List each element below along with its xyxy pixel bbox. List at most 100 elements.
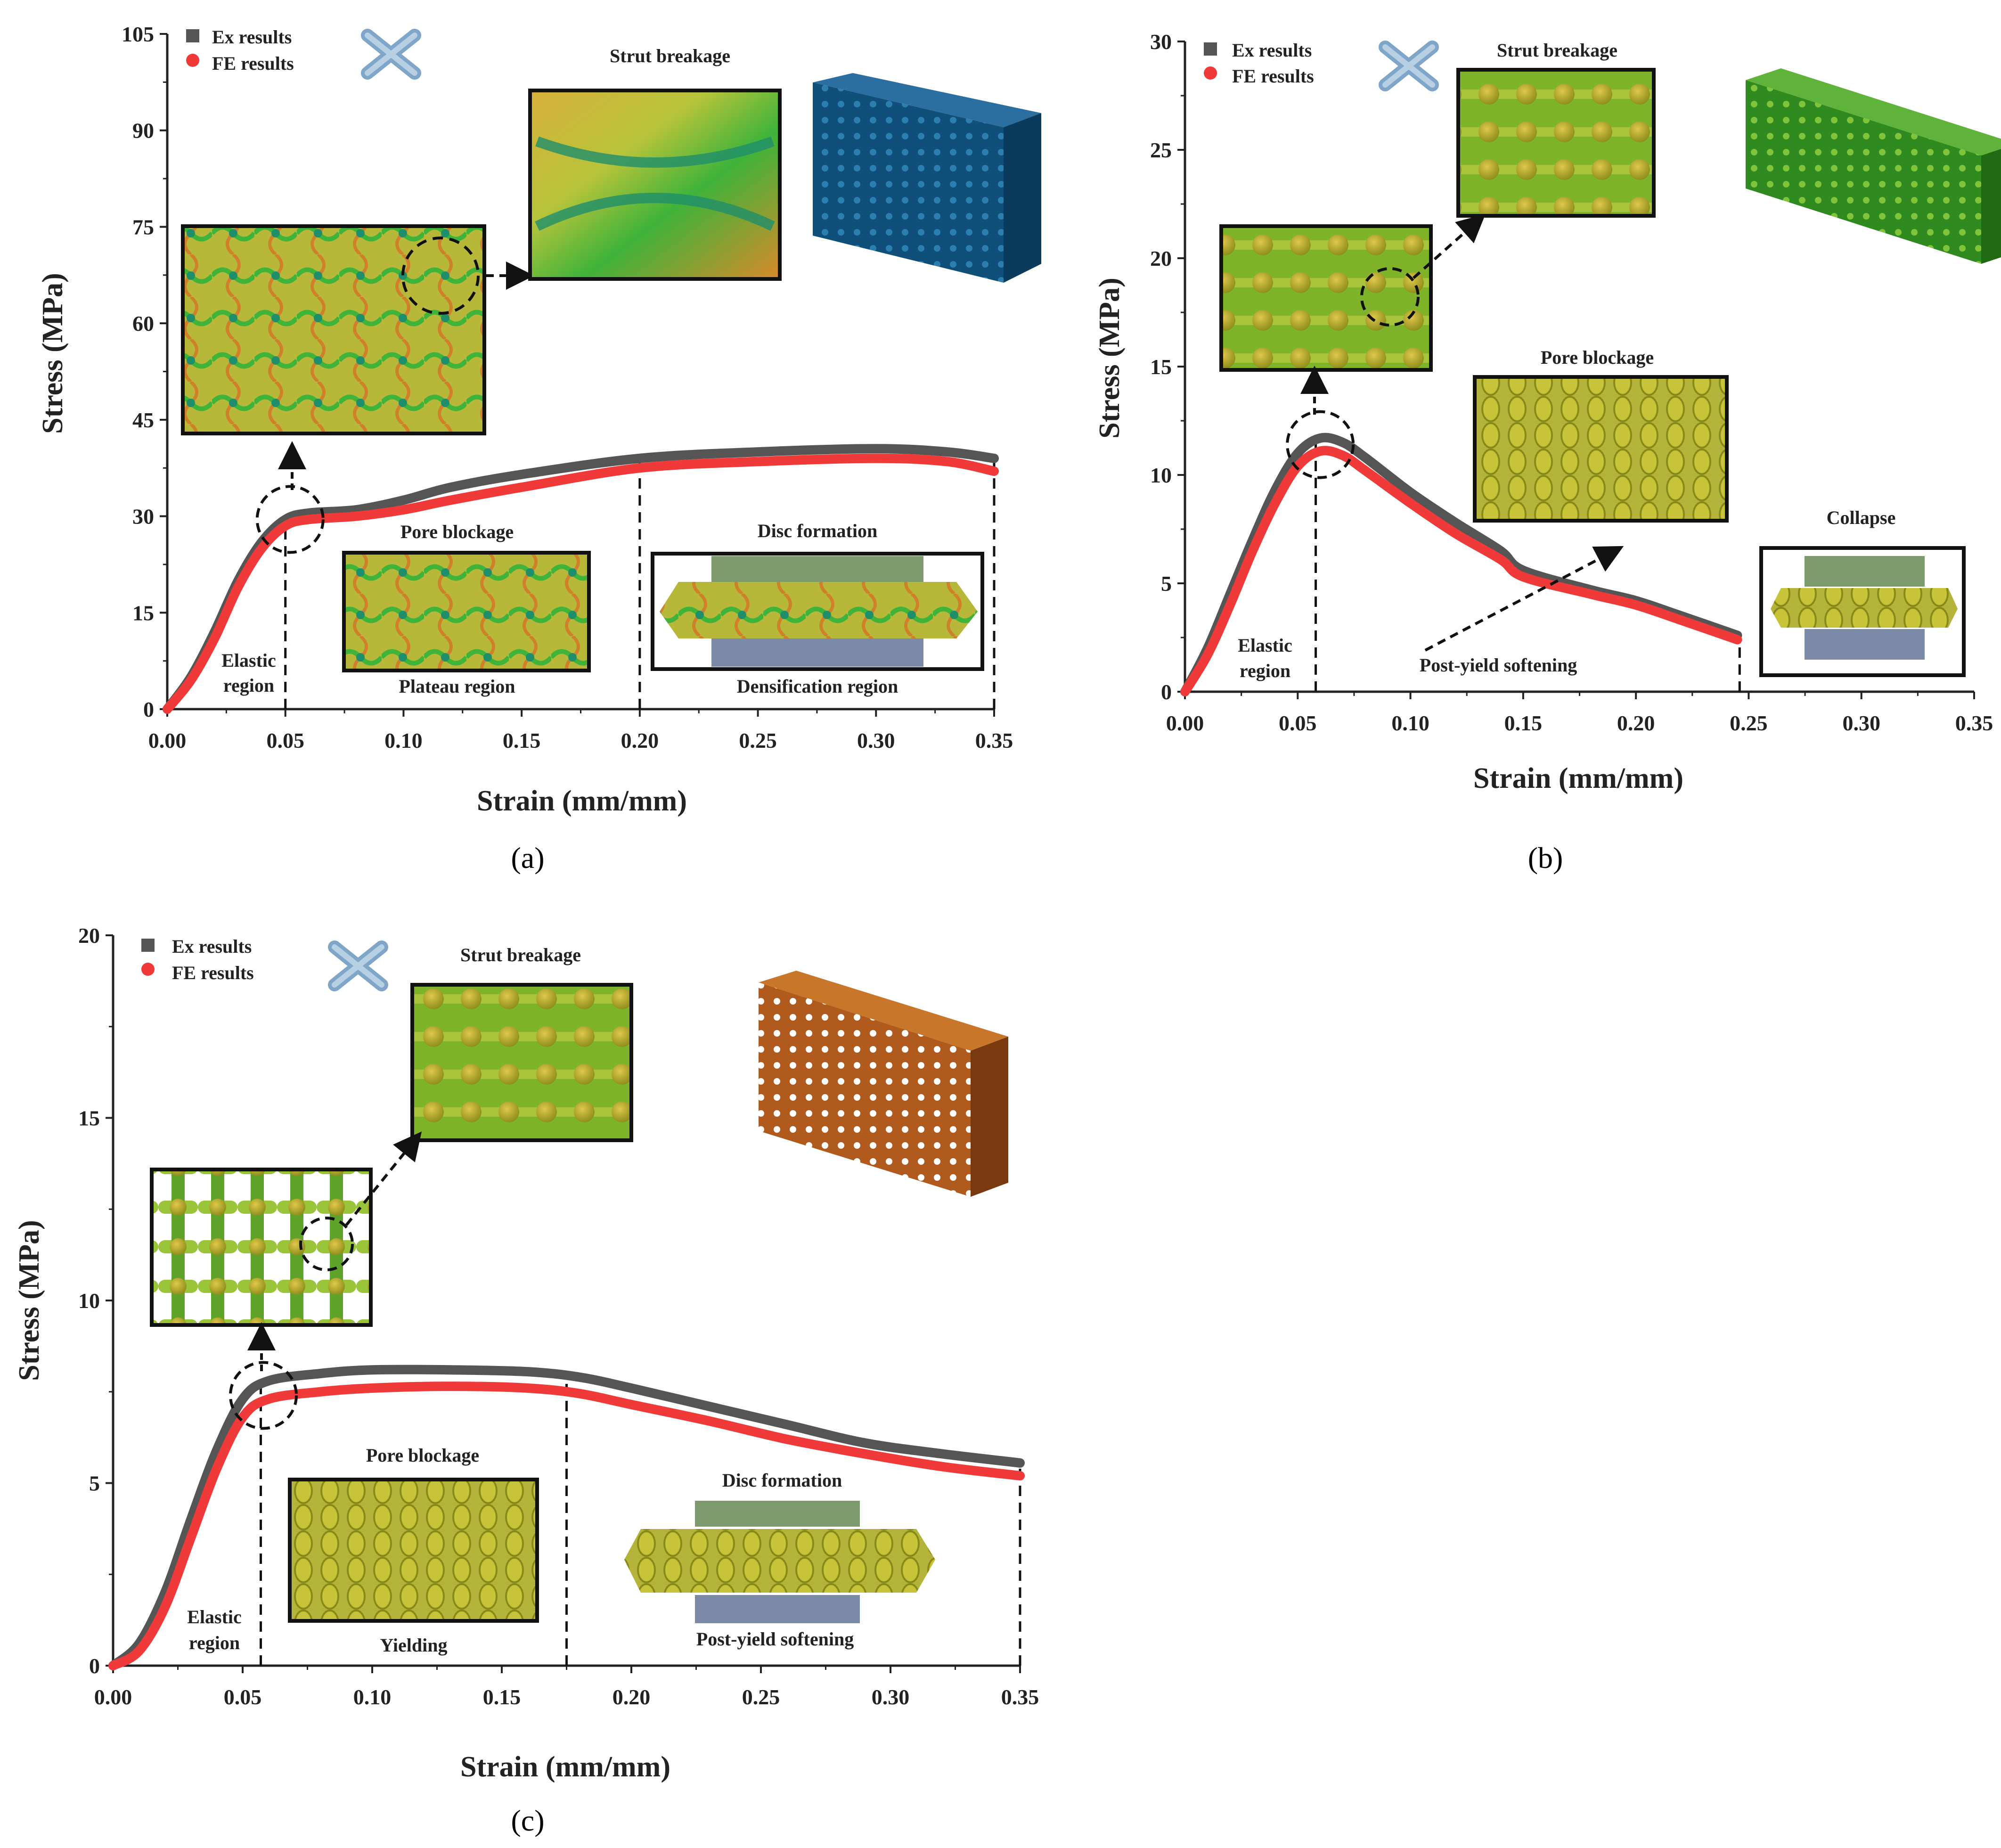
collapse-label: Collapse xyxy=(1827,507,1896,528)
y-tick-label: 20 xyxy=(78,924,100,948)
x-tick-label: 0.00 xyxy=(94,1685,132,1709)
legend-fe-label: FE results xyxy=(1232,65,1314,87)
cross-node-icon xyxy=(1379,41,1439,91)
y-tick-label: 90 xyxy=(132,119,154,143)
post-yield-softening-label: Post-yield softening xyxy=(1420,654,1577,676)
fe-inset-image xyxy=(342,551,591,672)
y-tick-label: 5 xyxy=(1161,572,1172,596)
legend-ex-label: Ex results xyxy=(172,936,252,957)
y-tick-label: 75 xyxy=(132,215,154,239)
pore-blockage-label: Pore blockage xyxy=(366,1445,479,1466)
series-fe-line xyxy=(163,453,999,714)
top-anvil xyxy=(711,556,923,584)
x-axis-title: Strain (mm/mm) xyxy=(477,785,687,817)
y-tick-label: 0 xyxy=(143,697,154,721)
fe-inset-image xyxy=(1456,68,1656,218)
elastic-region-label: Elastic xyxy=(1238,635,1292,656)
legend-a: Ex results FE results xyxy=(186,26,294,74)
legend-ex-label: Ex results xyxy=(212,26,292,48)
x-axis-title: Strain (mm/mm) xyxy=(460,1751,670,1783)
x-tick-label: 0.25 xyxy=(739,728,777,752)
y-axis-title: Stress (MPa) xyxy=(1094,278,1126,438)
y-tick-label: 15 xyxy=(78,1106,100,1130)
yielding-label: Yielding xyxy=(380,1635,448,1656)
x-tick-label: 0.35 xyxy=(1955,711,1993,735)
x-tick-label: 0.30 xyxy=(1842,711,1880,735)
bottom-anvil xyxy=(711,638,923,667)
legend-fe-marker xyxy=(141,963,155,976)
fe-inset-image xyxy=(288,1478,539,1623)
x-tick-label: 0.30 xyxy=(872,1685,910,1709)
bottom-anvil xyxy=(695,1595,860,1623)
x-tick-label: 0.25 xyxy=(742,1685,780,1709)
strut-breakage-label: Strut breakage xyxy=(1497,40,1617,61)
x-axis-title: Strain (mm/mm) xyxy=(1473,762,1683,794)
x-tick-label: 0.15 xyxy=(503,728,541,752)
x-tick-label: 0.10 xyxy=(384,728,423,752)
compressed-specimen xyxy=(660,582,978,638)
y-tick-label: 15 xyxy=(132,601,154,625)
panel-label: (a) xyxy=(511,841,544,875)
fe-inset-image xyxy=(410,983,633,1142)
x-tick-label: 0.10 xyxy=(1391,711,1429,735)
legend-ex-label: Ex results xyxy=(1232,40,1312,61)
elastic-region-label: region xyxy=(1240,660,1290,681)
x-tick-label: 0.10 xyxy=(353,1685,392,1709)
panel-label: (b) xyxy=(1528,841,1563,875)
x-tick-label: 0.20 xyxy=(613,1685,651,1709)
compressed-specimen xyxy=(1771,588,1958,628)
x-tick-label: 0.30 xyxy=(857,728,895,752)
pore-blockage-label: Pore blockage xyxy=(400,521,514,542)
densification-region-label: Densification region xyxy=(737,676,898,697)
elastic-region-label: Elastic xyxy=(221,650,276,671)
y-axis-title: Stress (MPa) xyxy=(13,1220,45,1381)
disc-formation-label: Disc formation xyxy=(758,520,877,541)
fe-inset-image xyxy=(1219,224,1433,372)
zoom-arrow xyxy=(345,1131,422,1226)
series-fe-line xyxy=(108,1382,1025,1670)
y-tick-label: 0 xyxy=(89,1654,100,1678)
x-tick-label: 0.20 xyxy=(1617,711,1655,735)
lattice-cube-icon xyxy=(813,73,1041,283)
post-yield-softening-label: Post-yield softening xyxy=(696,1628,854,1650)
x-tick-label: 0.05 xyxy=(1279,711,1317,735)
elastic-region-label: Elastic xyxy=(187,1606,242,1627)
panel-label: (c) xyxy=(511,1804,544,1837)
top-anvil xyxy=(1805,556,1925,587)
x-tick-label: 0.15 xyxy=(1504,711,1543,735)
y-tick-label: 10 xyxy=(78,1289,100,1313)
y-axis-title: Stress (MPa) xyxy=(37,273,69,433)
lattice-cube-icon xyxy=(759,971,1008,1197)
series-fe-line xyxy=(1180,446,1742,696)
x-tick-label: 0.05 xyxy=(224,1685,262,1709)
legend-ex-marker xyxy=(1204,42,1217,56)
y-tick-label: 0 xyxy=(1161,680,1172,704)
zoom-circle xyxy=(1360,267,1420,327)
legend-b: Ex results FE results xyxy=(1204,40,1314,87)
legend-fe-marker xyxy=(1204,66,1217,80)
legend-fe-label: FE results xyxy=(172,962,254,983)
strut-breakage-label: Strut breakage xyxy=(460,944,581,965)
x-tick-label: 0.05 xyxy=(266,728,304,752)
disc-formation-label: Disc formation xyxy=(722,1470,842,1491)
legend-c: Ex results FE results xyxy=(141,936,254,983)
legend-fe-label: FE results xyxy=(212,53,294,74)
zoom-arrow xyxy=(1424,546,1624,652)
y-tick-label: 15 xyxy=(1150,355,1172,379)
fe-inset-image xyxy=(150,1168,373,1327)
yield-zoom-circle xyxy=(255,485,325,554)
x-tick-label: 0.35 xyxy=(1001,1685,1039,1709)
y-tick-label: 105 xyxy=(122,22,154,46)
cross-node-icon xyxy=(361,29,421,80)
zoom-circle xyxy=(299,1217,354,1271)
strut-breakage-label: Strut breakage xyxy=(610,45,730,66)
y-tick-label: 5 xyxy=(89,1472,100,1496)
cross-node-icon xyxy=(328,940,388,991)
x-tick-label: 0.20 xyxy=(621,728,659,752)
